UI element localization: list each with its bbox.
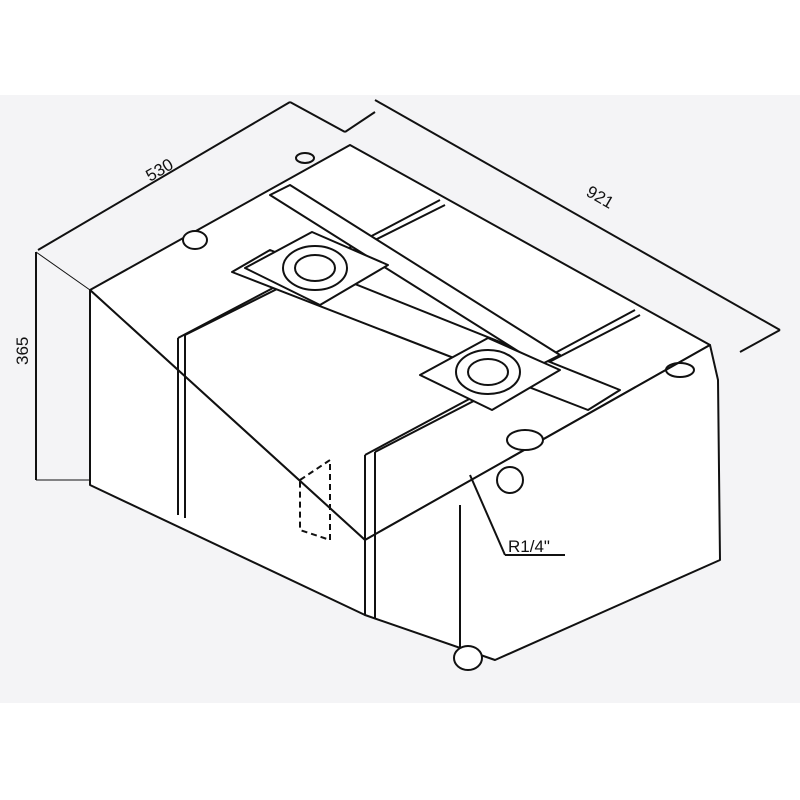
- dim-length-label: 921: [583, 182, 617, 213]
- vent-fitting: [182, 152, 695, 378]
- dim-width-label: 530: [143, 155, 177, 186]
- dimension-lines: [35, 99, 781, 481]
- fitting-label: R1/4": [508, 537, 550, 556]
- tank-body: [89, 144, 721, 661]
- dim-height-label: 365: [13, 337, 32, 365]
- outlet-fitting: [469, 429, 565, 556]
- filler-neck-port-1: [244, 231, 389, 306]
- drain-plug: [453, 645, 483, 671]
- mounting-bracket: [299, 459, 331, 541]
- filler-neck-port-2: [419, 337, 561, 411]
